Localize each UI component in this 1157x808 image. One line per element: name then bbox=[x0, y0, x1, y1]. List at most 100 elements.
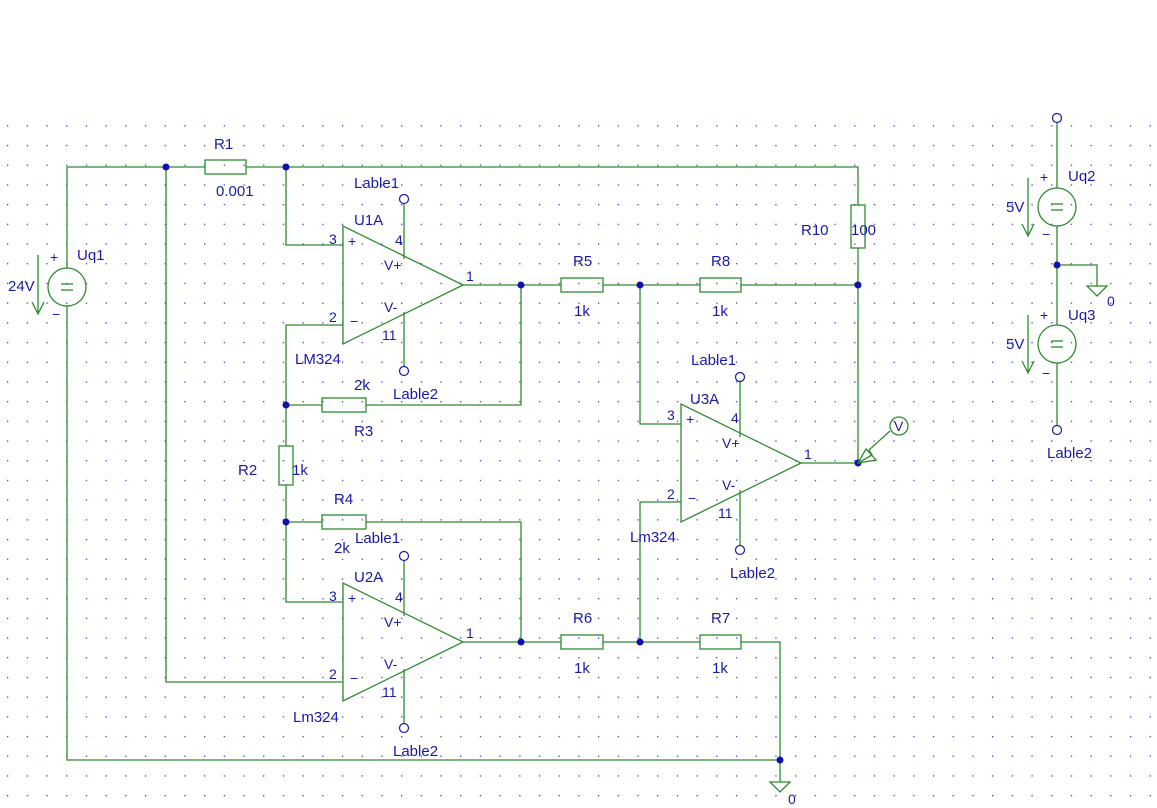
svg-text:−: − bbox=[1042, 226, 1050, 242]
svg-text:−: − bbox=[52, 306, 60, 322]
supply-label-u1a-pos: Lable1 bbox=[354, 175, 410, 205]
source-uq3[interactable]: + − Uq3 5V bbox=[1006, 307, 1096, 381]
svg-text:V+: V+ bbox=[722, 435, 740, 451]
svg-text:Uq3: Uq3 bbox=[1068, 307, 1096, 324]
svg-text:R5: R5 bbox=[573, 253, 592, 270]
opamp-u3a[interactable]: U3A Lm324 + − V+ V- 3 2 4 11 1 bbox=[630, 391, 812, 546]
svg-text:+: + bbox=[1040, 307, 1048, 323]
svg-text:2k: 2k bbox=[334, 540, 350, 557]
grid-background bbox=[0, 118, 1157, 808]
resistor-r7[interactable]: R7 1k bbox=[699, 610, 742, 677]
voltage-probe-icon[interactable]: V bbox=[856, 416, 909, 464]
svg-text:Lable1: Lable1 bbox=[691, 352, 736, 369]
svg-text:11: 11 bbox=[382, 327, 397, 343]
svg-text:R2: R2 bbox=[238, 462, 257, 479]
svg-text:100: 100 bbox=[851, 222, 876, 239]
svg-text:1k: 1k bbox=[574, 660, 590, 677]
resistor-r3[interactable]: 2k R3 bbox=[321, 377, 373, 440]
svg-text:11: 11 bbox=[382, 684, 397, 700]
svg-text:0: 0 bbox=[1107, 293, 1115, 309]
svg-text:+: + bbox=[348, 590, 356, 606]
svg-text:U1A: U1A bbox=[354, 212, 383, 229]
svg-text:1: 1 bbox=[804, 446, 812, 462]
svg-text:V: V bbox=[894, 418, 904, 434]
source-uq1[interactable]: + − Uq1 24V bbox=[8, 247, 105, 322]
svg-text:LM324: LM324 bbox=[295, 351, 341, 368]
opamp-u1a[interactable]: U1A LM324 + − V+ V- 3 2 4 11 1 bbox=[295, 212, 474, 368]
svg-text:3: 3 bbox=[329, 231, 337, 247]
supply-pin-uq2-top bbox=[1051, 112, 1063, 124]
svg-text:1k: 1k bbox=[292, 462, 308, 479]
svg-text:R6: R6 bbox=[573, 610, 592, 627]
svg-text:2: 2 bbox=[329, 309, 337, 325]
svg-text:V+: V+ bbox=[384, 614, 402, 630]
svg-text:−: − bbox=[1042, 365, 1050, 381]
svg-text:0: 0 bbox=[788, 791, 796, 807]
svg-text:−: − bbox=[688, 490, 696, 506]
svg-text:4: 4 bbox=[731, 410, 739, 426]
svg-text:R10: R10 bbox=[801, 222, 829, 239]
junctions bbox=[162, 163, 1061, 764]
svg-text:4: 4 bbox=[395, 232, 403, 248]
resistor-r5[interactable]: R5 1k bbox=[560, 253, 604, 320]
svg-text:R3: R3 bbox=[354, 423, 373, 440]
supply-label-u2a-pos: Lable1 bbox=[355, 530, 410, 562]
resistor-r1[interactable]: R1 0.001 bbox=[204, 136, 254, 200]
resistor-r6[interactable]: R6 1k bbox=[560, 610, 604, 677]
svg-text:Lable2: Lable2 bbox=[393, 743, 438, 760]
svg-text:V+: V+ bbox=[384, 257, 402, 273]
svg-text:Lable2: Lable2 bbox=[393, 386, 438, 403]
svg-text:R4: R4 bbox=[334, 491, 353, 508]
svg-text:V-: V- bbox=[384, 656, 398, 672]
svg-text:+: + bbox=[348, 233, 356, 249]
svg-text:4: 4 bbox=[395, 589, 403, 605]
svg-text:Lm324: Lm324 bbox=[630, 529, 676, 546]
svg-text:Lable2: Lable2 bbox=[1047, 445, 1092, 462]
svg-text:11: 11 bbox=[718, 505, 733, 521]
ground-symbol-main: 0 bbox=[768, 781, 796, 807]
ground-symbol-supply: 0 bbox=[1085, 285, 1115, 309]
supply-label-u2a-neg: Lable2 bbox=[393, 722, 438, 760]
supply-label-uq3-neg: Lable2 bbox=[1047, 424, 1092, 462]
svg-text:Uq1: Uq1 bbox=[77, 247, 105, 264]
resistor-r10[interactable]: R10 100 bbox=[801, 204, 876, 249]
svg-text:Lm324: Lm324 bbox=[293, 709, 339, 726]
svg-text:−: − bbox=[350, 313, 358, 329]
supply-label-u3a-pos: Lable1 bbox=[691, 352, 746, 383]
svg-text:3: 3 bbox=[667, 407, 675, 423]
svg-text:U2A: U2A bbox=[354, 569, 383, 586]
svg-text:V-: V- bbox=[722, 477, 736, 493]
svg-text:R8: R8 bbox=[711, 253, 730, 270]
svg-text:3: 3 bbox=[329, 588, 337, 604]
resistor-r8[interactable]: R8 1k bbox=[699, 253, 742, 320]
svg-text:1k: 1k bbox=[574, 303, 590, 320]
supply-label-u1a-neg: Lable2 bbox=[393, 365, 438, 403]
svg-text:−: − bbox=[350, 670, 358, 686]
svg-text:Uq2: Uq2 bbox=[1068, 168, 1096, 185]
resistor-r4[interactable]: R4 2k bbox=[321, 491, 367, 557]
svg-text:1: 1 bbox=[466, 268, 474, 284]
svg-text:0.001: 0.001 bbox=[216, 183, 254, 200]
svg-text:V-: V- bbox=[384, 299, 398, 315]
svg-text:1k: 1k bbox=[712, 660, 728, 677]
svg-text:+: + bbox=[686, 411, 694, 427]
resistor-r2[interactable]: R2 1k bbox=[238, 445, 308, 486]
svg-text:+: + bbox=[1040, 169, 1048, 185]
svg-text:Lable2: Lable2 bbox=[730, 565, 775, 582]
svg-text:Lable1: Lable1 bbox=[355, 530, 400, 547]
svg-text:1: 1 bbox=[466, 625, 474, 641]
svg-text:R7: R7 bbox=[711, 610, 730, 627]
svg-text:1k: 1k bbox=[712, 303, 728, 320]
svg-text:U3A: U3A bbox=[690, 391, 719, 408]
svg-text:24V: 24V bbox=[8, 278, 35, 295]
opamp-u2a[interactable]: U2A Lm324 + − V+ V- 3 2 4 11 1 bbox=[293, 569, 474, 726]
svg-text:R1: R1 bbox=[214, 136, 233, 153]
svg-text:+: + bbox=[50, 249, 58, 265]
svg-text:Lable1: Lable1 bbox=[354, 175, 399, 192]
source-uq2[interactable]: + − Uq2 5V bbox=[1006, 168, 1096, 242]
svg-text:2: 2 bbox=[329, 666, 337, 682]
svg-text:2k: 2k bbox=[354, 377, 370, 394]
svg-text:2: 2 bbox=[667, 486, 675, 502]
svg-text:5V: 5V bbox=[1006, 199, 1024, 216]
